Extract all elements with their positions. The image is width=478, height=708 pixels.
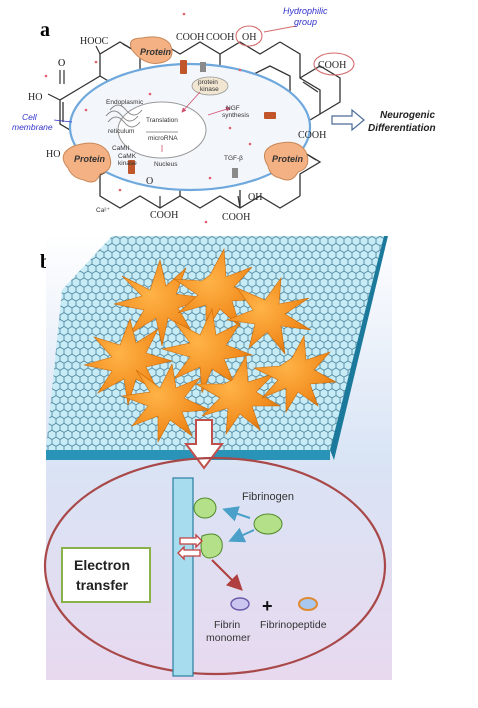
group-o-left: O bbox=[146, 176, 153, 187]
hydrophilic-circle-cooh bbox=[313, 52, 355, 76]
protein-label-right: Protein bbox=[272, 154, 304, 164]
er-label-1: Endoplasmic bbox=[106, 99, 144, 106]
electron-transfer-arrows bbox=[177, 533, 203, 561]
panel-b-letter: b bbox=[40, 251, 51, 273]
fibrinogen-bound bbox=[200, 533, 223, 559]
group-cooh-right-top: COOH bbox=[318, 60, 346, 71]
electron-transfer-box bbox=[61, 547, 151, 603]
neural-cell-7 bbox=[194, 355, 282, 436]
group-ho-left: HO bbox=[28, 92, 42, 103]
electrode-bar bbox=[172, 477, 194, 677]
neural-cell-6 bbox=[120, 363, 211, 443]
camk-label-3: kinase bbox=[118, 160, 137, 167]
neural-cell-5 bbox=[161, 307, 254, 394]
neural-cells bbox=[83, 247, 338, 443]
translation-label: Translation bbox=[146, 117, 178, 124]
signal-arrows bbox=[161, 91, 231, 152]
cell-membrane-pointer bbox=[53, 119, 73, 123]
group-hooc: HOOC bbox=[80, 36, 109, 47]
group-cooh-right-mid: COOH bbox=[298, 130, 326, 141]
plus-sign: + bbox=[262, 596, 273, 616]
ngf-label-2: synthesis bbox=[222, 112, 250, 119]
protein-kinase-label-1: protein bbox=[198, 79, 218, 86]
ca-label: Ca²⁺ bbox=[96, 207, 110, 214]
neural-cell-8 bbox=[252, 334, 338, 414]
cell-membrane-label-2: membrane bbox=[12, 122, 53, 132]
group-cooh-bottom1: COOH bbox=[150, 210, 178, 221]
panel-a: a bbox=[12, 6, 436, 224]
neural-cell-3 bbox=[225, 276, 312, 356]
panel-a-letter: a bbox=[40, 19, 50, 41]
fibrinopeptide-label: Fibrinopeptide bbox=[260, 619, 327, 631]
hydrophilic-pointer bbox=[263, 25, 297, 33]
electron-label-1: Electron bbox=[74, 557, 130, 573]
neural-cell-2 bbox=[172, 247, 263, 333]
fibrinopeptide-shape bbox=[298, 597, 318, 611]
protein-label-left: Protein bbox=[74, 154, 106, 164]
panel-b: b bbox=[40, 232, 392, 680]
ngf-label-1: NGF bbox=[226, 105, 240, 112]
cell-membrane-label-1: Cell bbox=[22, 112, 38, 122]
carbonyl-bond bbox=[47, 45, 241, 209]
fibrinogen-free bbox=[253, 513, 283, 535]
arrow-to-surface-2 bbox=[228, 527, 255, 543]
group-cooh-top1: COOH bbox=[176, 32, 204, 43]
protein-kinase-label-2: kinase bbox=[200, 86, 219, 93]
nucleus-label: Nucleus bbox=[154, 161, 178, 168]
hydrophilic-circle-oh bbox=[235, 25, 263, 47]
group-cooh-top2: COOH bbox=[206, 32, 234, 43]
tgf-label: TGF-β bbox=[224, 155, 243, 162]
er-label-2: reticulum bbox=[108, 128, 134, 135]
reaction-ellipse bbox=[43, 456, 387, 676]
protein-blob-top bbox=[129, 36, 173, 64]
nucleus bbox=[117, 101, 207, 159]
ion-dots bbox=[44, 12, 252, 224]
endoplasmic-reticulum bbox=[105, 104, 143, 128]
group-o-carbonyl: O bbox=[58, 58, 65, 69]
group-oh-bottom: OH bbox=[248, 192, 262, 203]
group-oh-top: OH bbox=[242, 32, 256, 43]
neurogenic-label-2: Differentiation bbox=[368, 123, 436, 134]
outline-arrow bbox=[331, 108, 365, 132]
electron-label-2: transfer bbox=[76, 577, 129, 593]
microrna-label: microRNA bbox=[148, 135, 178, 142]
protein-blob-right bbox=[263, 141, 309, 181]
membrane-channels bbox=[128, 60, 276, 178]
down-arrow bbox=[184, 419, 224, 470]
neural-cell-1 bbox=[113, 258, 207, 347]
fibrinogen-adsorbed bbox=[193, 497, 217, 519]
protein-blob-left bbox=[62, 142, 112, 183]
camk-label-2: CaMK bbox=[118, 153, 137, 160]
protein-kinase-oval bbox=[191, 76, 229, 96]
fibrin-label-2: monomer bbox=[206, 632, 251, 644]
hydrophilic-label-1: Hydrophilic bbox=[283, 6, 328, 16]
neurogenic-label-1: Neurogenic bbox=[380, 110, 435, 121]
camk-label-1: CaMII bbox=[112, 145, 130, 152]
fibrin-monomer-shape bbox=[230, 597, 250, 611]
arrow-to-products bbox=[211, 559, 243, 591]
group-ho-bottom-left: HO bbox=[46, 149, 60, 160]
arrow-to-surface-1 bbox=[222, 506, 251, 522]
hydrophilic-label-2: group bbox=[294, 17, 317, 27]
fibrinogen-label: Fibrinogen bbox=[242, 491, 294, 503]
protein-label-top: Protein bbox=[140, 47, 172, 57]
group-cooh-bottom2: COOH bbox=[222, 212, 250, 223]
fibrin-label-1: Fibrin bbox=[214, 619, 240, 631]
